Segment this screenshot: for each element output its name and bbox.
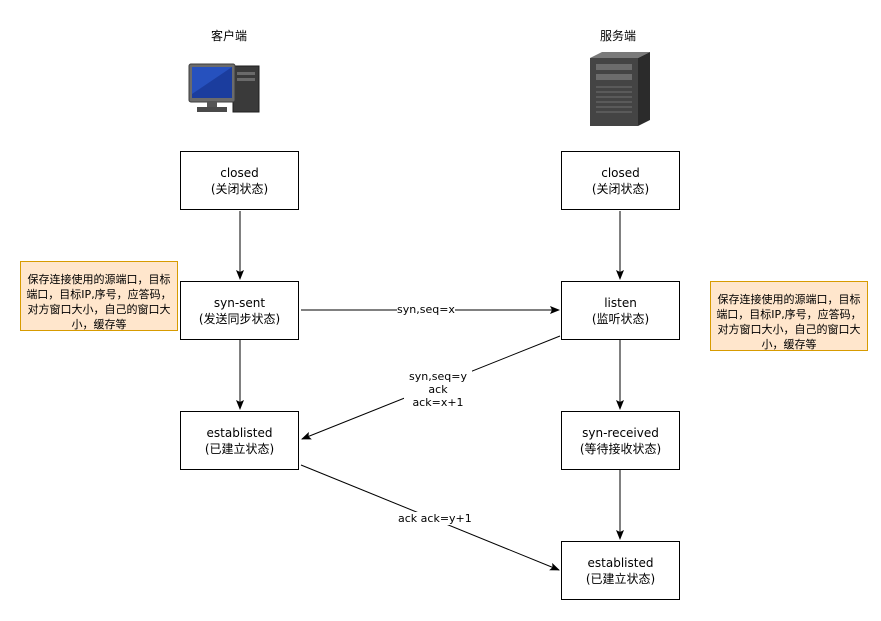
state-desc: (关闭状态) [591, 181, 650, 196]
state-name: establisted [206, 425, 273, 440]
server-closed-state: closed (关闭状态) [561, 151, 680, 210]
server-established-state: establisted (已建立状态) [561, 541, 680, 600]
state-desc: (已建立状态) [204, 441, 275, 456]
state-desc: (监听状态) [591, 311, 650, 326]
server-tower-icon [588, 50, 652, 128]
client-established-state: establisted (已建立状态) [180, 411, 299, 470]
syn-ack-line1: syn,seq=y [409, 370, 467, 383]
server-title: 服务端 [600, 29, 637, 43]
server-connection-note: 保存连接使用的源端口，目标端口，目标IP,序号，应答码，对方窗口大小，自己的窗口… [710, 281, 868, 351]
syn-ack-line2: ack ack=x+1 [412, 383, 464, 409]
state-name: closed [601, 165, 640, 180]
server-listen-state: listen (监听状态) [561, 281, 680, 340]
state-name: establisted [587, 555, 654, 570]
state-name: closed [220, 165, 259, 180]
ack-message-label: ack ack=y+1 [398, 512, 472, 525]
desktop-computer-icon [187, 60, 271, 120]
state-name: syn-sent [213, 295, 266, 310]
syn-message-label: syn,seq=x [397, 303, 455, 316]
client-syn-sent-state: syn-sent (发送同步状态) [180, 281, 299, 340]
syn-ack-message-label: syn,seq=y ack ack=x+1 [404, 370, 472, 409]
client-connection-note: 保存连接使用的源端口，目标端口，目标IP,序号，应答码，对方窗口大小，自己的窗口… [20, 261, 178, 331]
state-desc: (等待接收状态) [579, 441, 662, 456]
state-desc: (已建立状态) [585, 571, 656, 586]
state-name: syn-received [582, 425, 659, 440]
state-desc: (发送同步状态) [198, 311, 281, 326]
server-syn-received-state: syn-received (等待接收状态) [561, 411, 680, 470]
client-title: 客户端 [211, 29, 248, 43]
state-desc: (关闭状态) [210, 181, 269, 196]
client-closed-state: closed (关闭状态) [180, 151, 299, 210]
state-name: listen [604, 295, 637, 310]
